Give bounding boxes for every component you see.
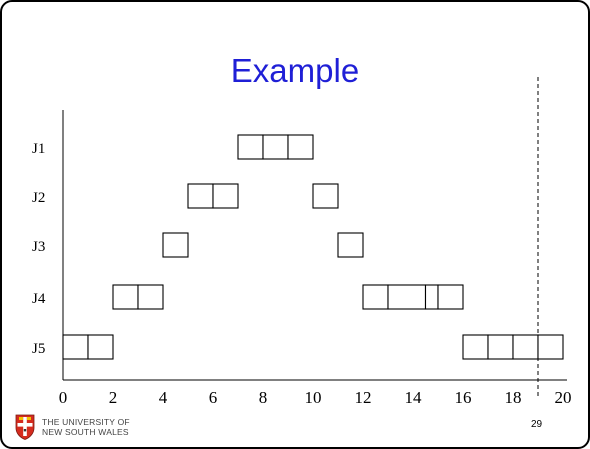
x-tick-label: 6: [209, 388, 218, 407]
job-segment: [237, 134, 264, 160]
job-segment: [162, 232, 189, 258]
job-segment: [137, 284, 164, 310]
slide-title: Example: [230, 52, 360, 89]
job-segment: [512, 334, 539, 360]
job-segment: [187, 183, 214, 209]
university-crest-icon: [15, 414, 35, 440]
job-segment: [337, 232, 364, 258]
job-segment: [262, 134, 289, 160]
row-label: J4: [32, 291, 46, 307]
job-segment: [87, 334, 114, 360]
university-name-line2: NEW SOUTH WALES: [42, 427, 129, 437]
page-number: 29: [531, 419, 543, 430]
job-segment: [362, 284, 389, 310]
row-label: J5: [32, 341, 45, 357]
job-segment: [537, 334, 564, 360]
x-tick-label: 10: [305, 388, 322, 407]
job-segment: [387, 284, 427, 310]
x-tick-label: 16: [455, 388, 472, 407]
job-segment: [462, 334, 489, 360]
job-segment: [312, 183, 339, 209]
job-segment: [62, 334, 89, 360]
row-label: J2: [32, 190, 45, 206]
university-name-line1: THE UNIVERSITY OF: [42, 417, 130, 427]
job-segment: [424, 284, 439, 310]
x-tick-label: 12: [355, 388, 372, 407]
row-label: J3: [32, 239, 45, 255]
job-segment: [487, 334, 514, 360]
x-tick-label: 0: [59, 388, 68, 407]
x-tick-label: 4: [159, 388, 168, 407]
job-segment: [437, 284, 464, 310]
job-segment: [112, 284, 139, 310]
job-segment: [287, 134, 314, 160]
x-tick-label: 20: [555, 388, 572, 407]
x-tick-label: 8: [259, 388, 268, 407]
row-label: J1: [32, 141, 45, 157]
university-name: THE UNIVERSITY OF NEW SOUTH WALES: [42, 417, 130, 437]
x-tick-label: 18: [505, 388, 522, 407]
x-tick-label: 2: [109, 388, 118, 407]
x-tick-label: 14: [405, 388, 423, 407]
job-segment: [212, 183, 239, 209]
